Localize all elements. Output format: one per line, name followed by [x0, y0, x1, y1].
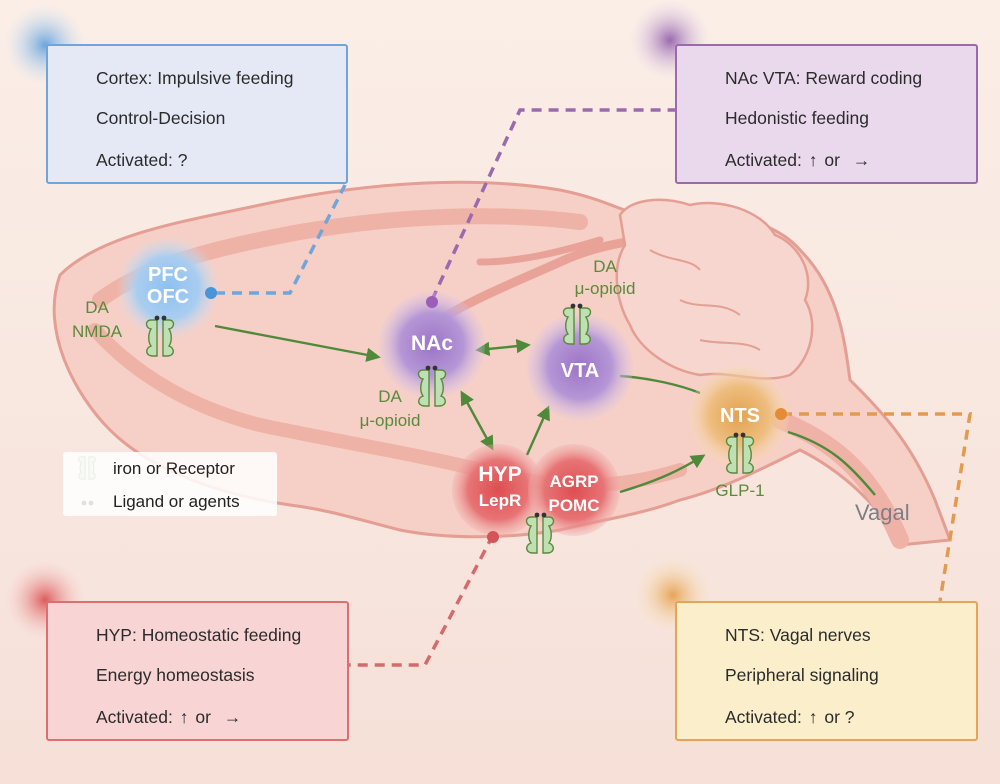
vta-ligand-da: DA — [593, 257, 617, 276]
nac-ligands: DA μ-opioid — [355, 385, 425, 433]
hyp-box: HYP: Homeostatic feeding Energy homeosta… — [46, 601, 349, 741]
nac-ligand-da: DA — [378, 387, 402, 406]
nts-activated-text: Activated: — [725, 707, 802, 727]
agrp-pomc-label: AGRP POMC — [538, 470, 610, 518]
arrow-hyp-vta — [525, 405, 550, 456]
legend-receptor-text: iron or Receptor — [113, 459, 235, 478]
hyp-dot — [487, 531, 499, 543]
reward-dot — [426, 296, 438, 308]
receptor-hyp-icon — [525, 512, 555, 554]
reward-line2: Hedonistic feeding — [725, 108, 869, 128]
hyp-line3: Activated: ↑ or → — [96, 707, 243, 728]
arrow-nac-vta — [475, 338, 531, 357]
vta-ligand-opioid: μ-opioid — [574, 279, 636, 298]
right-arrow-icon: → — [223, 707, 242, 727]
cortex-line3: Activated: ? — [96, 150, 188, 170]
cortex-line2: Control-Decision — [96, 108, 226, 128]
hyp-or-text: or — [195, 707, 211, 727]
receptor-pfc-icon — [145, 315, 175, 357]
reward-connector — [430, 108, 675, 301]
agrp-text: AGRP — [549, 472, 599, 491]
hyp-node-right — [528, 444, 620, 536]
ofc-text: OFC — [146, 286, 190, 308]
up-arrow-icon: ↑ — [808, 707, 818, 727]
legend-ligand-text: Ligand or agents — [113, 492, 240, 511]
vta-label: VTA — [560, 360, 600, 382]
reward-box: NAc VTA: Reward coding Hedonistic feedin… — [675, 44, 978, 184]
cortex-dot — [205, 287, 217, 299]
arrow-nac-hyp — [460, 390, 494, 451]
cortex-box: Cortex: Impulsive feeding Control-Decisi… — [46, 44, 348, 184]
nts-connector — [782, 412, 973, 602]
vagal-line — [787, 430, 876, 496]
reward-line1: NAc VTA: Reward coding — [725, 68, 923, 88]
nac-label: NAc — [410, 332, 453, 355]
pfc-ligand-1: NMDA — [72, 322, 123, 341]
hyp-connector — [349, 534, 495, 667]
up-arrow-icon: ↑ — [808, 150, 818, 170]
right-arrow-icon: → — [852, 150, 871, 170]
nts-label: NTS — [720, 405, 760, 427]
pfc-text: PFC — [148, 264, 188, 286]
pfc-ligand-0: DA — [85, 298, 109, 317]
arrow-hyp-nts — [619, 454, 706, 494]
vagal-label: Vagal — [855, 500, 910, 525]
up-arrow-icon: ↑ — [179, 707, 189, 727]
cortex-connector — [215, 184, 347, 295]
hyp-activated-text: Activated: — [96, 707, 173, 727]
pfc-label: PFC OFC — [140, 264, 196, 308]
vta-node — [527, 314, 633, 420]
nts-dot — [775, 408, 787, 420]
pfc-ligands: DA NMDA — [72, 296, 122, 344]
pomc-text: POMC — [548, 496, 600, 515]
hyp-line2: Energy homeostasis — [96, 665, 255, 685]
pfc-node — [116, 236, 220, 340]
arrow-pfc-nac — [214, 324, 381, 362]
receptor-nac-icon — [417, 365, 447, 407]
hyp-node-left — [452, 444, 544, 536]
receptor-nts-icon — [725, 432, 755, 474]
nac-ligand-opioid: μ-opioid — [359, 411, 421, 430]
reward-or-text: or — [824, 150, 840, 170]
nts-node — [689, 366, 789, 466]
nts-line3: Activated: ↑ or ? — [725, 707, 855, 728]
nts-or-text: or ? — [824, 707, 855, 727]
hyp-label: HYP LepR — [475, 462, 525, 514]
vta-ligands: DA μ-opioid — [560, 256, 650, 300]
reward-line3: Activated: ↑ or → — [725, 150, 872, 171]
cortex-line1: Cortex: Impulsive feeding — [96, 68, 294, 88]
lepr-text: LepR — [478, 491, 522, 510]
receptor-vta-icon — [562, 303, 592, 345]
hyp-line1: HYP: Homeostatic feeding — [96, 625, 302, 645]
nts-ligand: GLP-1 — [715, 481, 765, 500]
nts-line1: NTS: Vagal nerves — [725, 625, 871, 645]
hyp-text: HYP — [478, 463, 522, 486]
nts-box: NTS: Vagal nerves Peripheral signaling A… — [675, 601, 978, 741]
reward-activated-text: Activated: — [725, 150, 802, 170]
nac-node — [379, 292, 485, 398]
nts-line2: Peripheral signaling — [725, 665, 879, 685]
legend: iron or Receptor Ligand or agents — [63, 452, 277, 516]
